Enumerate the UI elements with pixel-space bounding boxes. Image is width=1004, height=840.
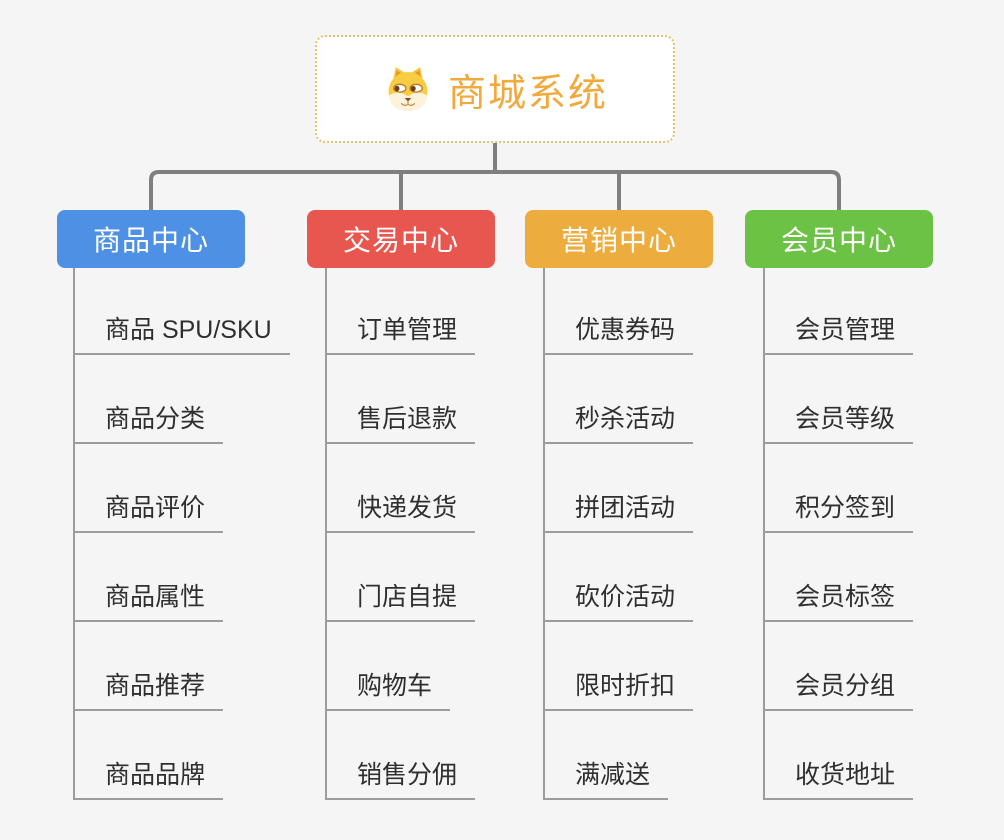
dog-face-icon bbox=[382, 63, 434, 115]
leaf-node[interactable]: 限时折扣 bbox=[545, 666, 694, 711]
leaf-node[interactable]: 购物车 bbox=[327, 666, 451, 711]
leaf-node[interactable]: 满减送 bbox=[545, 755, 669, 800]
leaf-node[interactable]: 商品 SPU/SKU bbox=[75, 310, 290, 355]
leaf-node[interactable]: 砍价活动 bbox=[545, 577, 694, 622]
branch-children-product-center: 商品 SPU/SKU 商品分类 商品评价 商品属性 商品推荐 商品品牌 bbox=[73, 268, 313, 800]
leaf-node[interactable]: 订单管理 bbox=[327, 310, 476, 355]
leaf-node[interactable]: 门店自提 bbox=[327, 577, 476, 622]
leaf-node[interactable]: 会员标签 bbox=[765, 577, 914, 622]
leaf-node[interactable]: 商品品牌 bbox=[75, 755, 224, 800]
root-node[interactable]: 商城系统 bbox=[315, 35, 675, 143]
leaf-node[interactable]: 商品推荐 bbox=[75, 666, 224, 711]
leaf-node[interactable]: 积分签到 bbox=[765, 488, 914, 533]
leaf-node[interactable]: 商品评价 bbox=[75, 488, 224, 533]
branch-node-trade-center[interactable]: 交易中心 bbox=[307, 210, 495, 268]
leaf-node[interactable]: 优惠券码 bbox=[545, 310, 694, 355]
leaf-node[interactable]: 商品分类 bbox=[75, 399, 224, 444]
leaf-node[interactable]: 销售分佣 bbox=[327, 755, 476, 800]
leaf-node[interactable]: 会员等级 bbox=[765, 399, 914, 444]
leaf-node[interactable]: 快递发货 bbox=[327, 488, 476, 533]
branch-node-product-center[interactable]: 商品中心 bbox=[57, 210, 245, 268]
leaf-node[interactable]: 会员分组 bbox=[765, 666, 914, 711]
leaf-node[interactable]: 秒杀活动 bbox=[545, 399, 694, 444]
branch-children-member-center: 会员管理 会员等级 积分签到 会员标签 会员分组 收货地址 bbox=[763, 268, 1003, 800]
root-title: 商城系统 bbox=[447, 72, 608, 115]
leaf-node[interactable]: 拼团活动 bbox=[545, 488, 694, 533]
branch-children-marketing-center: 优惠券码 秒杀活动 拼团活动 砍价活动 限时折扣 满减送 bbox=[543, 268, 783, 800]
leaf-node[interactable]: 商品属性 bbox=[75, 577, 224, 622]
branch-node-marketing-center[interactable]: 营销中心 bbox=[525, 210, 713, 268]
branch-children-trade-center: 订单管理 售后退款 快递发货 门店自提 购物车 销售分佣 bbox=[325, 268, 565, 800]
leaf-node[interactable]: 售后退款 bbox=[327, 399, 476, 444]
branch-node-member-center[interactable]: 会员中心 bbox=[745, 210, 933, 268]
leaf-node[interactable]: 会员管理 bbox=[765, 310, 914, 355]
leaf-node[interactable]: 收货地址 bbox=[765, 755, 914, 800]
